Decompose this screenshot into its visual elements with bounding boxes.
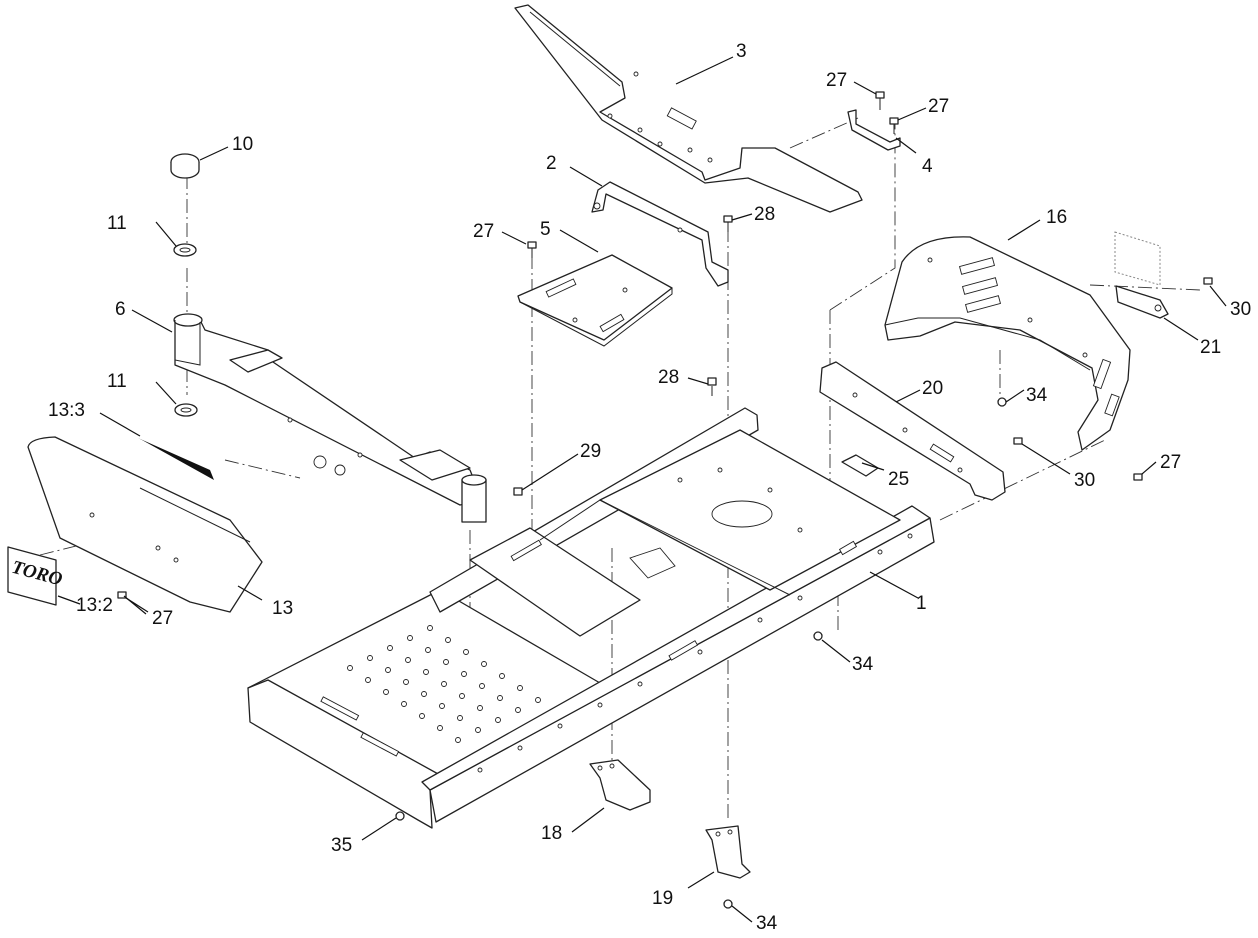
spindle-tube <box>461 474 487 523</box>
bolt-30-a <box>1203 277 1213 285</box>
callout-34-a: 34 <box>1026 385 1048 406</box>
nut-34-c <box>723 899 733 909</box>
part-20-plate <box>819 361 1006 501</box>
part-10-cap <box>170 153 200 179</box>
part-2-bracket <box>591 181 729 287</box>
callout-27-a: 27 <box>826 70 847 91</box>
part-18-bracket <box>589 759 651 811</box>
callout-1: 1 <box>916 593 927 614</box>
callout-25: 25 <box>888 469 909 490</box>
part-4-bracket <box>847 109 901 151</box>
callout-28-b: 28 <box>658 367 679 388</box>
callout-20: 20 <box>922 378 943 399</box>
part-13-2-logo-plate: TORO <box>7 546 65 606</box>
part-25-decal <box>841 454 879 477</box>
callout-29: 29 <box>580 441 601 462</box>
callout-30-b: 30 <box>1074 470 1095 491</box>
callout-18: 18 <box>541 823 562 844</box>
part-11-bearing-bottom <box>174 403 198 417</box>
callout-27-d: 27 <box>152 608 173 629</box>
bolt-30-b <box>1013 437 1023 445</box>
callout-2: 2 <box>546 153 557 174</box>
part-3-cross-brace <box>514 4 863 213</box>
part-1-main-frame <box>247 407 935 829</box>
part-11-bearing-top <box>173 243 197 257</box>
callout-labels: 1 2 3 4 5 6 10 11 11 13 13:2 13:3 16 18 … <box>48 41 1251 934</box>
part-13-3-stripe <box>138 438 214 480</box>
part-19-bracket <box>705 825 751 879</box>
callout-13-3: 13:3 <box>48 400 85 421</box>
callout-27-b: 27 <box>928 96 949 117</box>
part-16-seat-pan <box>884 236 1131 451</box>
nut-34-a <box>997 397 1007 407</box>
decal-square <box>1114 231 1161 286</box>
part-21-bracket <box>1115 285 1169 319</box>
callout-28-a: 28 <box>754 204 775 225</box>
callout-11-top: 11 <box>107 213 127 234</box>
callout-5: 5 <box>540 219 551 240</box>
nut-35 <box>395 811 405 821</box>
callout-19: 19 <box>652 888 673 909</box>
callout-13-2: 13:2 <box>76 595 113 616</box>
bolt-27-e <box>1133 473 1143 481</box>
callout-6: 6 <box>115 299 126 320</box>
callout-10: 10 <box>232 134 253 155</box>
bolt-27-c <box>527 241 537 258</box>
fasteners <box>117 91 1213 909</box>
callout-34-b: 34 <box>852 654 874 675</box>
bolt-27-d <box>117 591 127 599</box>
callout-4: 4 <box>922 156 933 177</box>
callout-21: 21 <box>1200 337 1221 358</box>
callout-11-bottom: 11 <box>107 371 127 392</box>
callout-27-c: 27 <box>473 221 494 242</box>
nut-34-b <box>813 631 823 641</box>
part-5-plate <box>517 254 673 347</box>
bolt-27-a <box>875 91 885 110</box>
callout-34-c: 34 <box>756 913 778 934</box>
callout-16: 16 <box>1046 207 1067 228</box>
leader-lines <box>57 56 1227 923</box>
callout-35: 35 <box>331 835 352 856</box>
bolt-27-b <box>889 117 899 134</box>
callout-3: 3 <box>736 41 747 62</box>
bolt-28-a <box>723 215 733 232</box>
part-13-front-shroud <box>27 436 263 613</box>
bolt-28-b <box>707 377 717 396</box>
callout-27-e: 27 <box>1160 452 1181 473</box>
callout-30-a: 30 <box>1230 299 1251 320</box>
part-6-front-axle <box>173 313 483 506</box>
bolt-29 <box>513 487 523 496</box>
floor-hole-grid <box>347 625 541 743</box>
callout-13: 13 <box>272 598 293 619</box>
